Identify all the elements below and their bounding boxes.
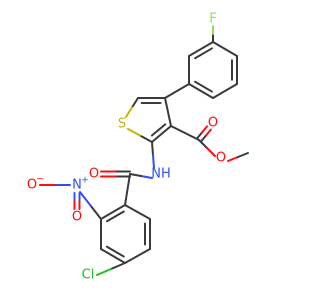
molecule-canvas: F S O O NH O N + O − O Cl (26, 11, 249, 283)
nitro-oxygen-charge: − (36, 175, 44, 185)
chlorine-atom: Cl (82, 268, 95, 283)
thiophene-inner-1 (150, 123, 167, 137)
molecule-structure: F S O O NH O N + O − O Cl (27, 12, 249, 283)
ester-c-o-double-2-a (196, 131, 204, 140)
benzene-bond-5 (124, 204, 151, 220)
benzene-bond-0 (100, 204, 126, 220)
nh-carbonyl-bond-a (140, 175, 153, 179)
nitro-oxygen-negative: O (27, 178, 37, 193)
sulfur-atom: S (118, 117, 126, 132)
atom-labels: F S O O NH O N + O − O Cl (27, 12, 226, 283)
c3-ester-carbon (170, 125, 200, 141)
benzene-bond-2 (100, 248, 126, 264)
ester-c-o-double-2-b (201, 125, 209, 134)
ester-o-methyl-a (227, 156, 239, 162)
ester-o-methyl-b (237, 152, 249, 158)
phenyl-bond-3 (212, 83, 238, 99)
phenyl-bond-1 (212, 41, 238, 57)
c-cl-bond-a (110, 262, 126, 270)
phenyl-bond-4 (188, 83, 214, 99)
nitro-nitrogen: N (72, 178, 82, 193)
nh-carbonyl-bond-b (129, 173, 142, 177)
nitro-oxygen-double: O (72, 210, 82, 225)
thiophene-c4-c3 (164, 97, 172, 127)
phenyl-inner-0 (194, 47, 213, 60)
ester-c-o-double-1-a (199, 134, 207, 143)
ester-c-o-double-1-b (204, 128, 212, 137)
phenyl-bond-0 (188, 41, 214, 57)
thiophene-s-c5-b (125, 106, 133, 118)
c2-nh-bond-b (152, 154, 155, 169)
ester-carbonyl-oxygen: O (208, 116, 218, 131)
benzene-bond-3 (124, 248, 151, 264)
ester-c-o-single-b (206, 147, 216, 157)
ring-nitro-bond-b (79, 191, 92, 207)
c-cl-bond-b (96, 268, 112, 276)
amide-nitrogen: NH (151, 167, 171, 182)
thiophene-c2-s-a (139, 134, 153, 143)
thiophene-s-c5-a (131, 97, 139, 109)
ester-c-o-single-a (198, 139, 208, 149)
benzene-inner-0 (105, 210, 125, 223)
thiophene-c2-s-b (127, 128, 141, 137)
thiophene-c3-c2 (151, 125, 172, 143)
ester-oxygen: O (216, 151, 226, 166)
amide-oxygen: O (89, 167, 99, 182)
fluorine-atom: F (209, 12, 216, 27)
phenyl-inner-2 (194, 80, 213, 93)
nitro-nitrogen-charge: + (81, 176, 89, 186)
ring-nitro-bond-a (89, 204, 102, 220)
bond-layer (39, 25, 249, 276)
phenyl-thiophene-bond (164, 83, 190, 99)
carbonyl-ring-bond (124, 173, 131, 206)
c2-nh-bond-a (151, 141, 154, 156)
benzene-inner-1 (105, 245, 125, 258)
